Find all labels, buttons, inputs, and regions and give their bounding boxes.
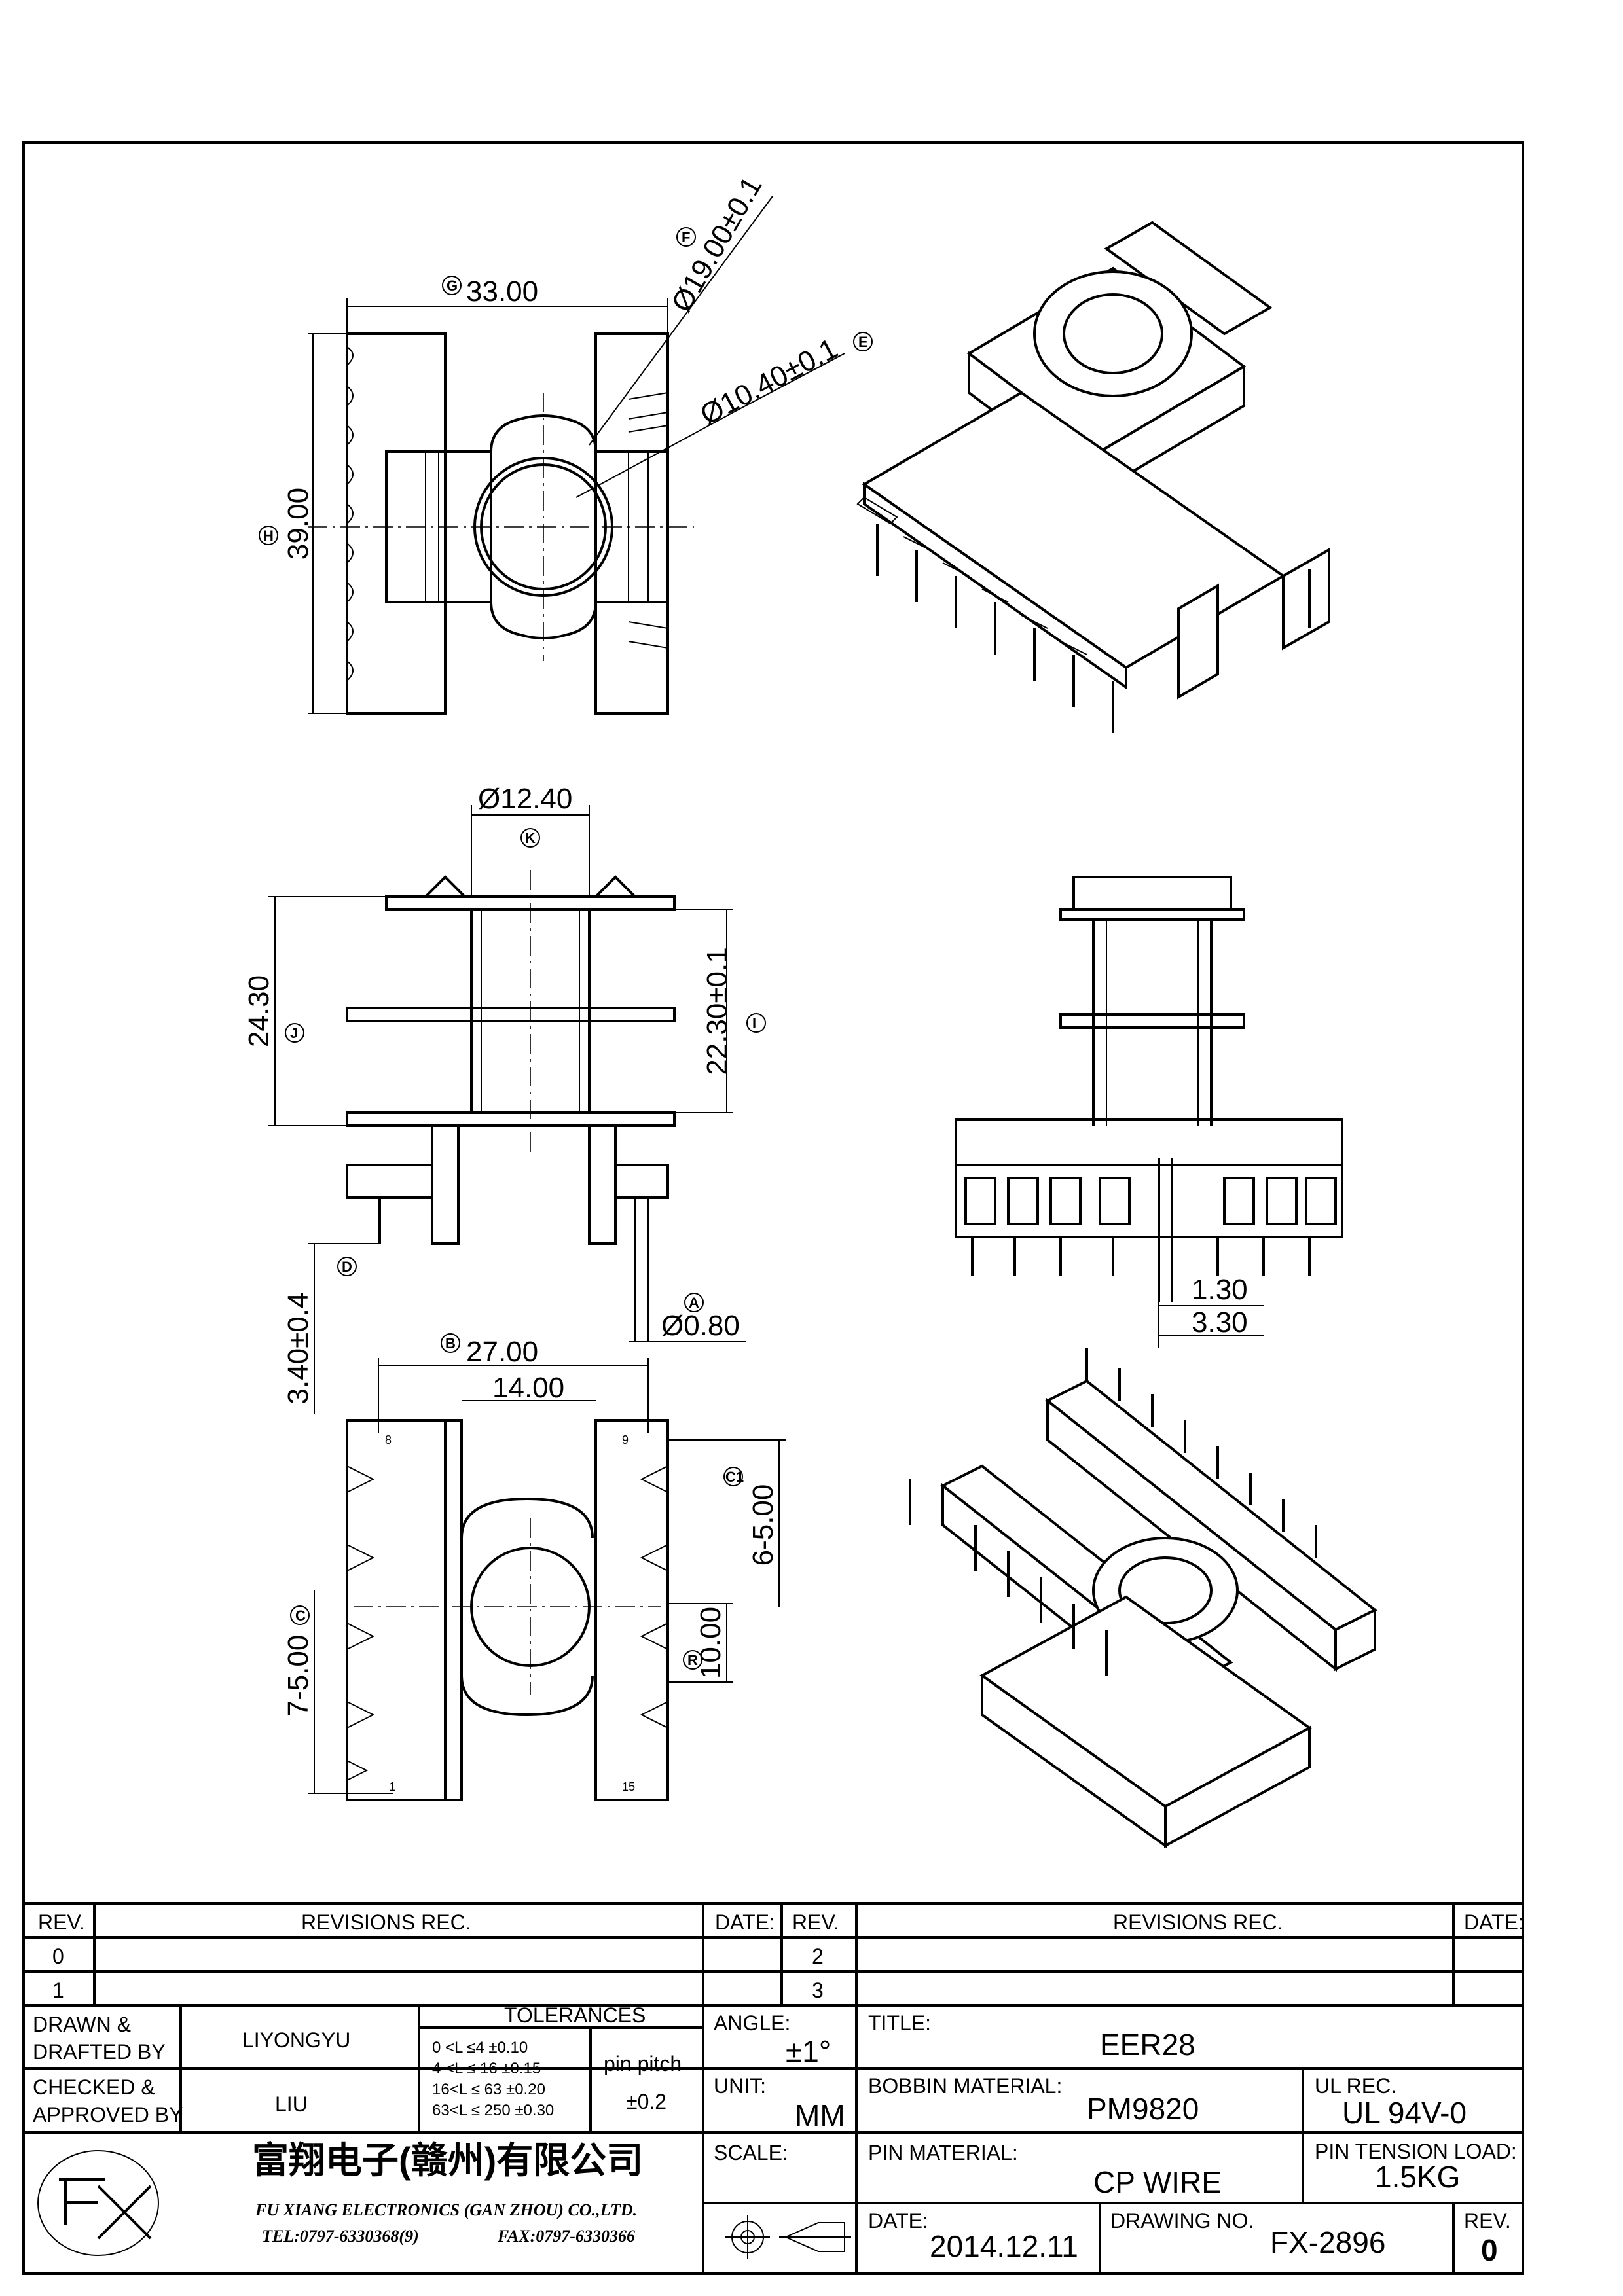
tol-line-1: 0 <L ≤4 ±0.10: [432, 2039, 528, 2056]
company-name-cn: 富翔电子(赣州)有限公司: [252, 2140, 643, 2181]
tolerances-label: TOLERANCES: [504, 2003, 646, 2027]
dim-tag-k: K: [525, 830, 536, 846]
pin-tension-value: 1.5KG: [1375, 2160, 1460, 2194]
rev-label: REV.: [1464, 2209, 1511, 2233]
dim-inner-diameter: Ø10.40±0.1: [695, 332, 843, 431]
sheet-border: [22, 141, 1524, 2275]
dim-bottom-inner: 14.00: [492, 1372, 564, 1404]
pin-label-9: 9: [622, 1433, 629, 1446]
date-header-right: DATE:: [1464, 1910, 1524, 1934]
company-tel: TEL:0797-6330368(9): [262, 2227, 419, 2246]
pin-material-value: CP WIRE: [1093, 2165, 1222, 2199]
side-view: 1.30 3.30: [955, 876, 1343, 1348]
dim-bottom-span: 27.00: [466, 1336, 538, 1368]
dim-tag-h: H: [263, 528, 274, 544]
bobbin-material-value: PM9820: [1087, 2092, 1199, 2126]
date-value: 2014.12.11: [930, 2229, 1078, 2263]
dim-pitch-left: 7-5.00: [282, 1635, 314, 1717]
dim-tag-c1: C1: [725, 1469, 744, 1485]
checked-label-1: CHECKED &: [33, 2075, 155, 2099]
title-value: EER28: [1100, 2028, 1195, 2062]
tol-line-3: 16<L ≤ 63 ±0.20: [432, 2081, 545, 2098]
rev-row-2: 2: [812, 1945, 824, 1968]
company-logo-icon: [37, 2150, 159, 2256]
title-block: REV. REVISIONS REC. DATE: REV. REVISIONS…: [22, 1902, 1524, 2275]
company-name-en: FU XIANG ELECTRONICS (GAN ZHOU) CO.,LTD.: [255, 2200, 637, 2219]
dim-tag-f: F: [682, 229, 690, 245]
dim-tag-g: G: [447, 278, 458, 294]
pin-material-label: PIN MATERIAL:: [868, 2141, 1018, 2164]
angle-value: ±1°: [786, 2034, 831, 2068]
date-header-left: DATE:: [715, 1910, 775, 1934]
dim-total-height: 24.30: [243, 975, 275, 1047]
dim-tag-a: A: [689, 1295, 699, 1311]
dim-top-width: 33.00: [466, 276, 538, 308]
unit-value: MM: [795, 2098, 845, 2132]
dim-tube-diameter: Ø12.40: [478, 783, 572, 815]
top-view: G 33.00 H 39.00 F Ø19.00±0.1 E Ø10.40±0.…: [259, 171, 873, 715]
dim-tag-c: C: [295, 1607, 306, 1624]
pin-label-1: 1: [389, 1780, 395, 1793]
isometric-view-bottom: [909, 1348, 1377, 1848]
front-view: Ø12.40 K 24.30 J 22.30±0.1 I 3.40±0.4 D …: [243, 783, 766, 1414]
angle-label: ANGLE:: [714, 2011, 790, 2035]
checked-value: LIU: [275, 2092, 308, 2116]
revisions-header-right: REVISIONS REC.: [1113, 1910, 1283, 1934]
company-fax: FAX:0797-6330366: [497, 2227, 635, 2246]
dim-window-height: 22.30±0.1: [701, 947, 733, 1075]
bottom-view: 8 9 1 15 B 27.00 14.00 6-5.00 C1 10.00 R…: [282, 1333, 786, 1801]
rev-header-left: REV.: [38, 1910, 85, 1934]
dim-side-a: 1.30: [1192, 1274, 1248, 1306]
tol-line-2: 4 <L ≤ 16 ±0.15: [432, 2060, 541, 2077]
pin-tension-label: PIN TENSION LOAD:: [1315, 2140, 1517, 2163]
dim-tag-b: B: [445, 1335, 456, 1352]
drawn-label-2: DRAFTED BY: [33, 2040, 166, 2064]
drawing-no-value: FX-2896: [1270, 2225, 1385, 2259]
title-label: TITLE:: [868, 2011, 931, 2035]
pin-pitch-label: pin pitch: [604, 2052, 682, 2075]
dim-top-height: 39.00: [282, 488, 314, 560]
pin-pitch-value: ±0.2: [626, 2090, 666, 2113]
dim-row-gap: 10.00: [695, 1607, 727, 1679]
drawing-no-label: DRAWING NO.: [1110, 2209, 1254, 2233]
drawn-label-1: DRAWN &: [33, 2013, 131, 2036]
dim-pitch-right: 6-5.00: [747, 1484, 779, 1566]
dim-pin-length: 3.40±0.4: [282, 1293, 314, 1405]
unit-label: UNIT:: [714, 2074, 766, 2098]
dim-tag-d: D: [342, 1259, 352, 1275]
dim-side-b: 3.30: [1192, 1306, 1248, 1338]
tol-line-4: 63<L ≤ 250 ±0.30: [432, 2102, 554, 2119]
isometric-view-top: [856, 221, 1330, 733]
dim-tag-i: I: [752, 1015, 756, 1031]
revisions-header-left: REVISIONS REC.: [301, 1910, 471, 1934]
checked-label-2: APPROVED BY: [33, 2103, 183, 2126]
rev-row-1: 1: [52, 1979, 64, 2002]
rev-row-0: 0: [52, 1945, 64, 1968]
scale-label: SCALE:: [714, 2141, 788, 2164]
date-label: DATE:: [868, 2209, 928, 2233]
rev-header-right: REV.: [792, 1910, 839, 1934]
dim-tag-r: R: [687, 1652, 698, 1668]
pin-label-15: 15: [622, 1780, 635, 1793]
pin-label-8: 8: [385, 1433, 392, 1446]
rev-value: 0: [1481, 2233, 1498, 2267]
bobbin-material-label: BOBBIN MATERIAL:: [868, 2074, 1062, 2098]
dim-tag-e: E: [858, 334, 868, 350]
rev-row-3: 3: [812, 1979, 824, 2002]
ul-label: UL REC.: [1315, 2074, 1396, 2098]
dim-tag-j: J: [290, 1025, 298, 1041]
third-angle-projection-icon: [725, 2215, 851, 2259]
ul-value: UL 94V-0: [1342, 2096, 1467, 2130]
dim-pin-diameter: Ø0.80: [661, 1310, 740, 1342]
drawn-value: LIYONGYU: [242, 2028, 350, 2052]
